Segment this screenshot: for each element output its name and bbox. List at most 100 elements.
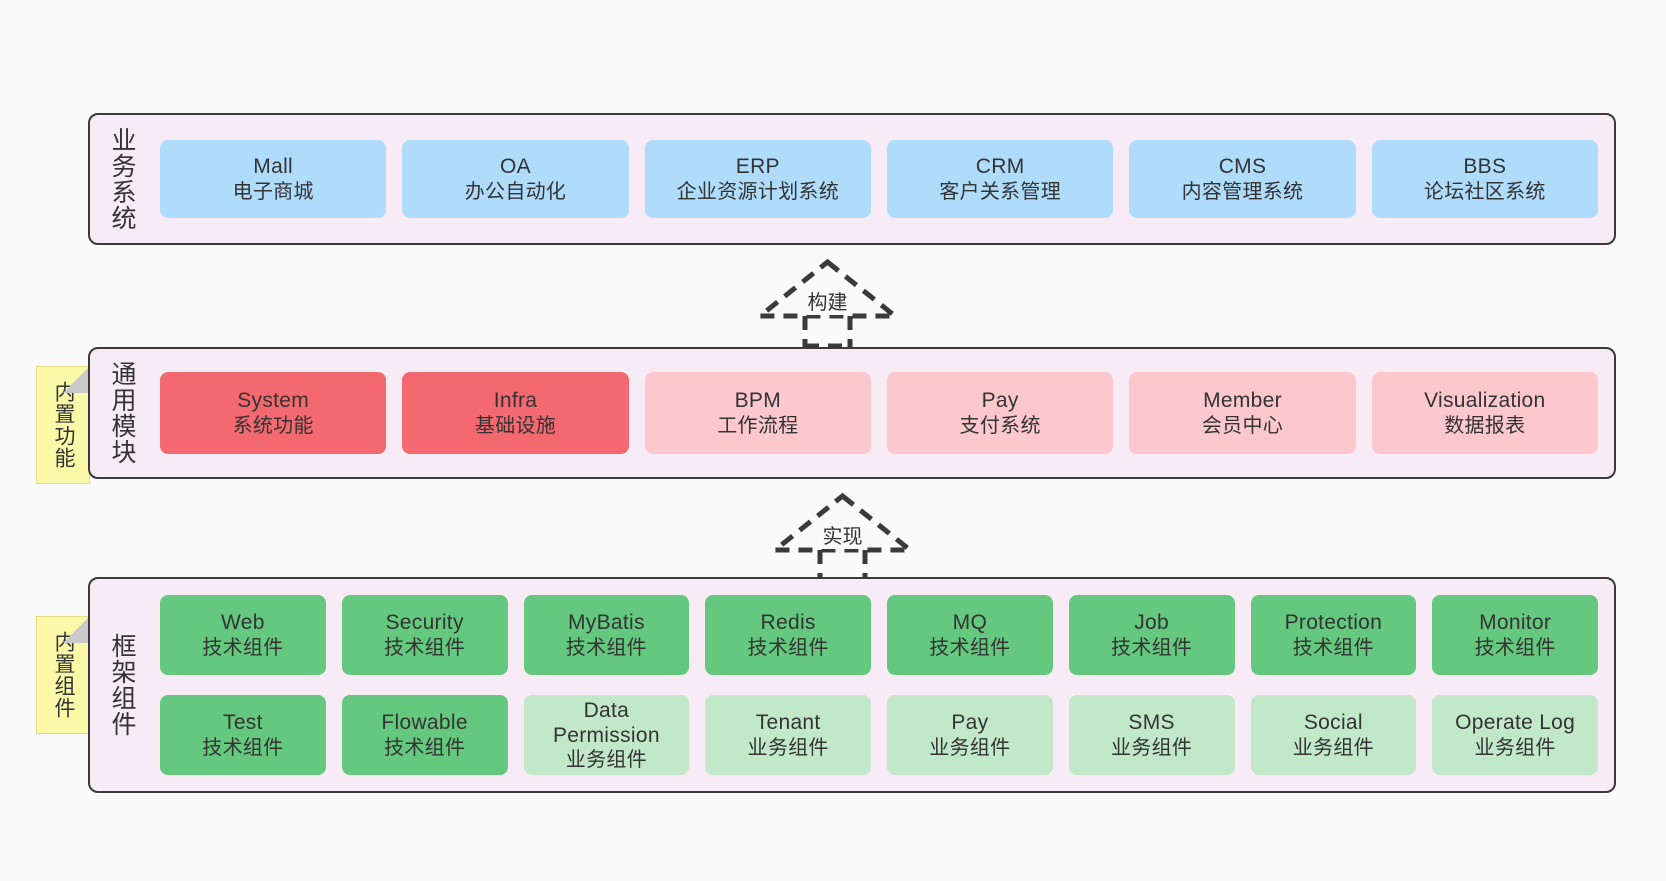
connector-label: 实现 [819, 520, 866, 549]
connector-label: 构建 [804, 286, 851, 315]
card-sms[interactable]: SMS 业务组件 [1068, 695, 1235, 775]
card-title: Visualization [1424, 389, 1546, 413]
framework-component-layer[interactable]: 框架组件 Web 技术组件 Security 技术组件 MyBatis 技术组件… [88, 577, 1616, 793]
arrow-shaft [802, 316, 853, 348]
card-subtitle: 工作流程 [717, 414, 799, 437]
card-title: Member [1203, 389, 1282, 413]
card-subtitle: 内容管理系统 [1181, 180, 1304, 203]
card-title: Protection [1284, 611, 1383, 635]
card-visualization[interactable]: Visualization 数据报表 [1371, 372, 1598, 454]
card-title: Social [1303, 711, 1363, 735]
layer-title-framework-component: 框架组件 [108, 633, 136, 737]
card-subtitle: 技术组件 [929, 636, 1011, 659]
card-subtitle: 技术组件 [384, 736, 466, 759]
card-title: MyBatis [567, 611, 645, 635]
framework-component-cards: Web 技术组件 Security 技术组件 MyBatis 技术组件 Redi… [144, 579, 1614, 791]
business-system-cards: Mall 电子商城 OA 办公自动化 ERP 企业资源计划系统 CRM 客户关系… [144, 115, 1614, 243]
card-protection[interactable]: Protection 技术组件 [1250, 595, 1417, 675]
card-title: Redis [760, 611, 816, 635]
card-bbs[interactable]: BBS 论坛社区系统 [1371, 140, 1598, 218]
card-subtitle: 技术组件 [565, 636, 647, 659]
card-subtitle: 技术组件 [384, 636, 466, 659]
card-subtitle: 办公自动化 [464, 180, 567, 203]
card-title: Security [385, 611, 464, 635]
card-subtitle: 技术组件 [202, 636, 284, 659]
card-subtitle: 数据报表 [1444, 414, 1526, 437]
card-redis[interactable]: Redis 技术组件 [705, 595, 871, 675]
card-subtitle: 技术组件 [1474, 636, 1556, 659]
card-subtitle: 业务组件 [1474, 736, 1556, 759]
card-title: Tenant [755, 711, 821, 735]
card-operate-log[interactable]: Operate Log 业务组件 [1432, 695, 1598, 775]
card-title: Job [1134, 611, 1169, 635]
card-subtitle: 基础设施 [474, 414, 557, 437]
card-title: SMS [1128, 711, 1175, 735]
card-title: Monitor [1479, 611, 1552, 635]
card-title: BPM [734, 389, 782, 413]
card-subtitle: 电子商城 [232, 180, 314, 203]
card-title: BBS [1463, 155, 1507, 179]
common-module-cards: System 系统功能 Infra 基础设施 BPM 工作流程 Pay 支付系统… [144, 349, 1614, 477]
card-flowable[interactable]: Flowable 技术组件 [341, 695, 508, 775]
sticky-note-builtin-component: 内置组件 [36, 616, 90, 734]
card-row: System 系统功能 Infra 基础设施 BPM 工作流程 Pay 支付系统… [160, 372, 1598, 454]
card-title: Pay [951, 711, 989, 735]
card-title: Web [221, 611, 265, 635]
card-job[interactable]: Job 技术组件 [1068, 595, 1235, 675]
card-subtitle: 业务组件 [1292, 736, 1374, 759]
card-title: Data Permission [552, 698, 660, 747]
card-tenant[interactable]: Tenant 业务组件 [705, 695, 871, 775]
card-title: System [237, 389, 310, 413]
card-erp[interactable]: ERP 企业资源计划系统 [644, 140, 871, 218]
card-subtitle: 论坛社区系统 [1423, 180, 1546, 203]
card-member[interactable]: Member 会员中心 [1129, 372, 1356, 454]
card-infra[interactable]: Infra 基础设施 [402, 372, 629, 454]
card-title: Mall [253, 155, 294, 179]
card-crm[interactable]: CRM 客户关系管理 [886, 140, 1114, 218]
card-mq[interactable]: MQ 技术组件 [887, 595, 1053, 675]
card-title: Operate Log [1455, 711, 1576, 735]
build-connector: 构建 [752, 258, 903, 349]
common-module-layer[interactable]: 通用模块 System 系统功能 Infra 基础设施 BPM 工作流程 Pay… [88, 347, 1616, 479]
card-subtitle: 业务组件 [929, 736, 1011, 759]
card-row: Mall 电子商城 OA 办公自动化 ERP 企业资源计划系统 CRM 客户关系… [160, 140, 1598, 218]
card-pay-business[interactable]: Pay 业务组件 [887, 695, 1053, 775]
card-subtitle: 技术组件 [1111, 636, 1193, 659]
card-system[interactable]: System 系统功能 [160, 372, 387, 454]
card-subtitle: 技术组件 [1292, 636, 1374, 659]
card-cms[interactable]: CMS 内容管理系统 [1129, 140, 1356, 218]
card-subtitle: 企业资源计划系统 [676, 180, 840, 203]
card-subtitle: 技术组件 [202, 736, 284, 759]
card-security[interactable]: Security 技术组件 [341, 595, 508, 675]
card-subtitle: 客户关系管理 [939, 180, 1062, 203]
card-social[interactable]: Social 业务组件 [1250, 695, 1417, 775]
card-title: OA [500, 155, 531, 179]
card-subtitle: 系统功能 [232, 414, 314, 437]
card-subtitle: 会员中心 [1201, 414, 1284, 437]
card-oa[interactable]: OA 办公自动化 [402, 140, 629, 218]
arrow-shaft [817, 550, 868, 582]
card-data-permission[interactable]: Data Permission 业务组件 [523, 695, 690, 775]
card-title: Pay [981, 389, 1019, 413]
card-title: CRM [975, 155, 1025, 179]
card-row: Test 技术组件 Flowable 技术组件 Data Permission … [160, 695, 1598, 775]
card-title: Flowable [381, 711, 468, 735]
card-subtitle: 业务组件 [747, 736, 829, 759]
card-subtitle: 支付系统 [959, 414, 1041, 437]
card-test[interactable]: Test 技术组件 [160, 695, 326, 775]
sticky-note-builtin-feature: 内置功能 [36, 366, 90, 484]
card-bpm[interactable]: BPM 工作流程 [644, 372, 871, 454]
card-mall[interactable]: Mall 电子商城 [160, 140, 387, 218]
business-system-layer[interactable]: 业务系统 Mall 电子商城 OA 办公自动化 ERP 企业资源计划系统 CRM… [88, 113, 1616, 245]
card-subtitle: 业务组件 [1111, 736, 1193, 759]
implement-connector: 实现 [767, 492, 918, 583]
card-mybatis[interactable]: MyBatis 技术组件 [523, 595, 690, 675]
card-subtitle: 业务组件 [565, 749, 647, 772]
card-pay[interactable]: Pay 支付系统 [886, 372, 1114, 454]
card-web[interactable]: Web 技术组件 [160, 595, 326, 675]
card-row: Web 技术组件 Security 技术组件 MyBatis 技术组件 Redi… [160, 595, 1598, 675]
card-title: Test [223, 711, 263, 735]
card-monitor[interactable]: Monitor 技术组件 [1432, 595, 1598, 675]
layer-title-common-module: 通用模块 [108, 361, 136, 465]
